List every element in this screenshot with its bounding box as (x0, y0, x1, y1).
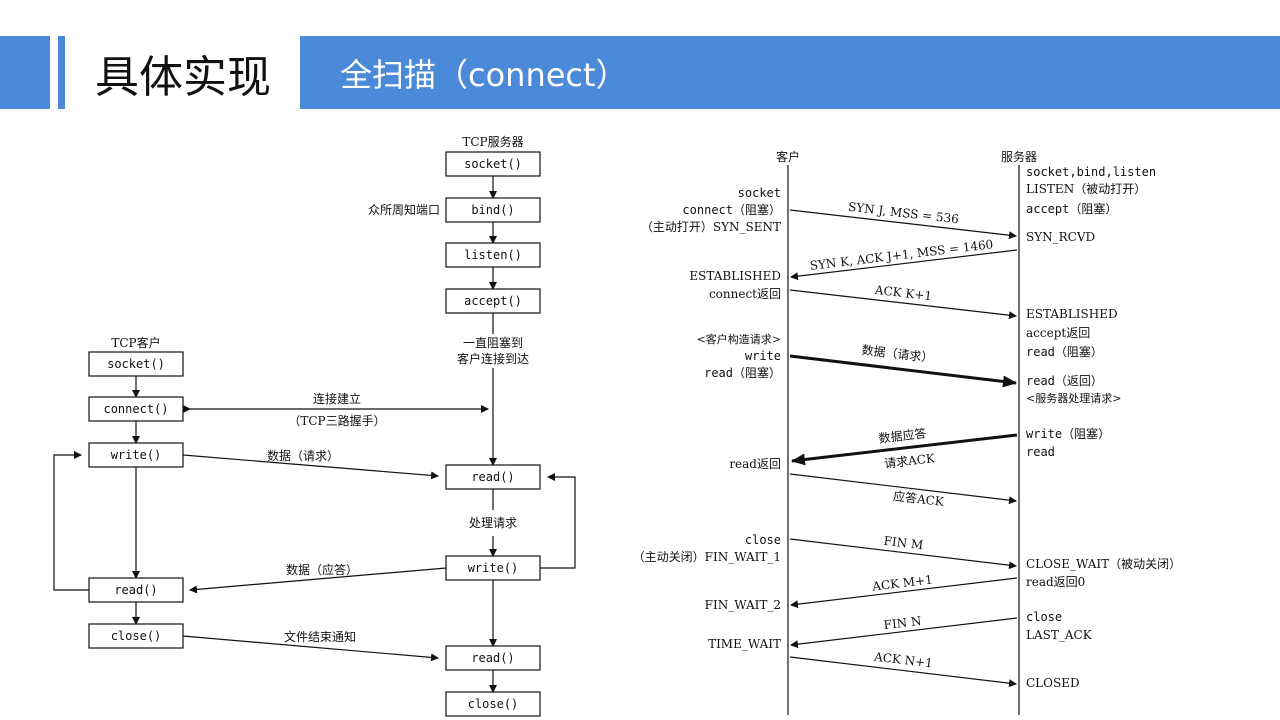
client-note-connect-return: connect返回 (709, 287, 781, 301)
server-box-socket: socket() (464, 157, 522, 171)
server-label: 服务器 (1001, 149, 1037, 164)
client-note-read-return: read返回 (729, 457, 781, 471)
client-box-close: close() (111, 629, 162, 643)
page-title: 具体实现 (95, 51, 271, 103)
server-note-closed: CLOSED (1026, 676, 1080, 690)
server-note-listen: LISTEN（被动打开） (1026, 182, 1146, 196)
flowchart-boxes (88, 151, 541, 717)
flowchart-labels: TCP服务器 TCP客户 socket() bind() listen() ac… (103, 134, 529, 711)
server-note-accept-return: accept返回 (1026, 326, 1090, 340)
header-accent-bar (0, 36, 50, 109)
server-box-close: close() (468, 697, 519, 711)
server-note-processing: <服务器处理请求> (1026, 392, 1121, 405)
page-subtitle: 全扫描（connect） (340, 55, 628, 94)
server-note-established: ESTABLISHED (1026, 307, 1118, 321)
msg-fin-m: FIN M (883, 534, 924, 553)
tcp-sequence-diagram (787, 165, 1020, 715)
msg-syn-k: SYN K, ACK J+1, MSS = 1460 (809, 237, 994, 273)
client-note-syn-sent: （主动打开）SYN_SENT (641, 220, 781, 234)
client-note-time-wait: TIME_WAIT (708, 637, 781, 651)
client-box-socket: socket() (107, 357, 165, 371)
client-note-read-block: read（阻塞） (704, 365, 781, 380)
server-box-accept: accept() (464, 294, 522, 308)
server-box-read-2: read() (471, 651, 514, 665)
server-box-listen: listen() (464, 248, 522, 262)
server-note-close: close (1026, 610, 1062, 624)
conn-established-label: 连接建立 (313, 391, 361, 406)
data-response-label: 数据（应答） (286, 562, 358, 577)
eof-label: 文件结束通知 (284, 629, 356, 644)
client-note-fin-wait-2: FIN_WAIT_2 (705, 598, 781, 612)
client-label: 客户 (776, 149, 800, 164)
client-title: TCP客户 (111, 335, 160, 350)
server-box-write: write() (468, 561, 519, 575)
msg-syn-j: SYN J, MSS = 536 (847, 200, 959, 227)
msg-data-request: 数据（请求） (861, 342, 934, 365)
server-title: TCP服务器 (462, 134, 523, 149)
server-note-syn-rcvd: SYN_RCVD (1026, 230, 1095, 244)
msg-response-ack: 应答ACK (892, 488, 945, 509)
msg-request-ack: 请求ACK (883, 451, 936, 471)
client-note-connect: connect（阻塞） (682, 202, 781, 217)
server-note-close-wait: CLOSE_WAIT（被动关闭） (1026, 557, 1181, 571)
client-note-socket: socket (738, 186, 781, 200)
socket-flowchart (53, 176, 576, 693)
msg-ack-k: ACK K+1 (873, 283, 933, 304)
process-request-label: 处理请求 (469, 516, 517, 530)
server-note-socket: socket,bind,listen (1026, 165, 1156, 179)
server-note-write-block: write（阻塞） (1026, 426, 1110, 441)
client-note-established: ESTABLISHED (689, 269, 781, 283)
header-thin-bar (58, 36, 65, 109)
server-note-read-zero: read返回0 (1026, 575, 1085, 589)
msg-fin-n: FIN N (883, 614, 922, 632)
server-box-bind: bind() (471, 203, 514, 217)
server-note-read-return: read（返回） (1026, 374, 1103, 388)
server-box-read: read() (471, 470, 514, 484)
handshake-label: （TCP三路握手） (288, 413, 385, 428)
client-box-write: write() (111, 448, 162, 462)
data-request-label: 数据（请求） (267, 448, 339, 463)
block-label-2: 客户连接到达 (457, 351, 529, 366)
client-box-read: read() (114, 583, 157, 597)
msg-ack-m: ACK M+1 (871, 572, 934, 593)
client-note-close: close (745, 533, 781, 547)
server-note-read-block: read（阻塞） (1026, 344, 1103, 359)
client-box-connect: connect() (103, 402, 168, 416)
client-note-fin-wait-1: （主动关闭）FIN_WAIT_1 (633, 550, 781, 564)
sequence-labels: 客户 服务器 socket connect（阻塞） （主动打开）SYN_SENT… (633, 149, 1181, 690)
server-note-last-ack: LAST_ACK (1026, 628, 1093, 642)
header-band (300, 36, 1280, 109)
client-note-build-request: <客户构造请求> (697, 332, 781, 346)
block-label-1: 一直阻塞到 (463, 335, 523, 350)
server-note-accept-block: accept（阻塞） (1026, 201, 1117, 216)
server-note-read: read (1026, 445, 1055, 459)
client-note-write: write (745, 349, 781, 363)
well-known-port-label: 众所周知端口 (368, 203, 440, 217)
msg-ack-n: ACK N+1 (872, 650, 933, 671)
msg-data-response: 数据应答 (878, 425, 927, 445)
